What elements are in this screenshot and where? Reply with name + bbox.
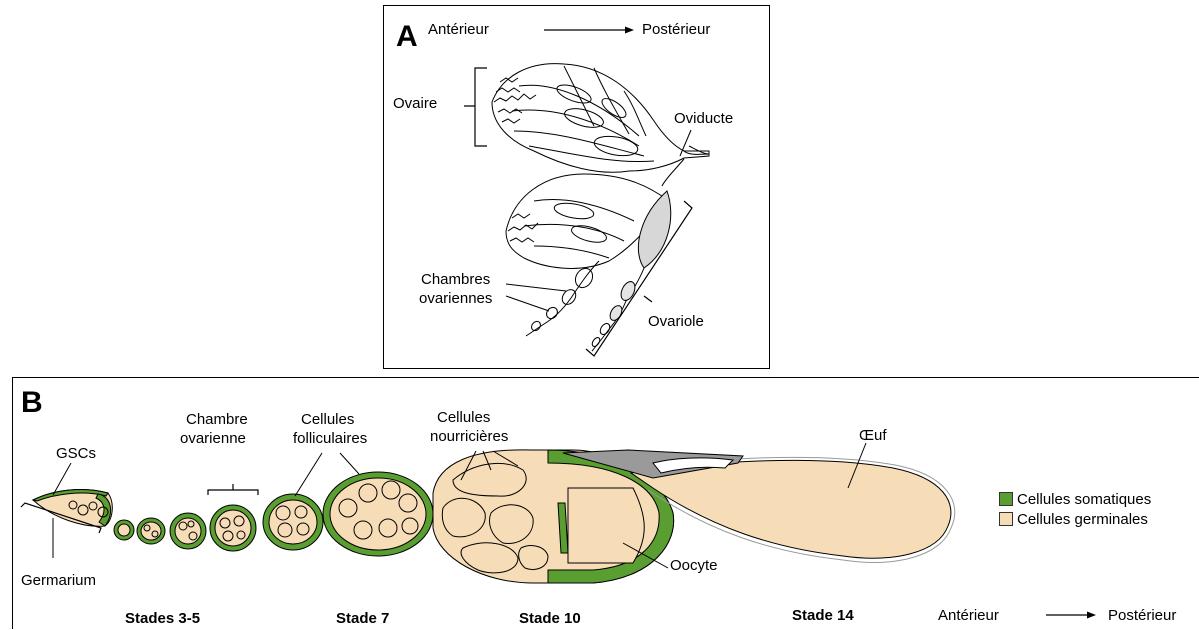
germarium — [33, 489, 112, 526]
panel-b-posterior-label: Postérieur — [1108, 608, 1176, 623]
panel-b-axis-arrow — [1046, 612, 1096, 619]
oocyte-label: Oocyte — [670, 558, 718, 573]
legend-label-germline: Cellules germinales — [1017, 512, 1148, 527]
legend-swatch-somatic — [999, 492, 1013, 506]
chambre-label-line2: ovarienne — [180, 431, 246, 446]
panel-b-anterior-label: Antérieur — [938, 608, 999, 623]
stage7-small-chamber — [263, 494, 323, 550]
stage-label-3-5: Stades 3-5 — [125, 611, 200, 626]
stage-label-14: Stade 14 — [792, 608, 854, 623]
stage7-chamber — [323, 472, 433, 556]
stage-label-7: Stade 7 — [336, 611, 389, 626]
gscs-label: GSCs — [56, 446, 96, 461]
panel-a: A Antérieur Postérieur Ovaire Oviducte C… — [383, 5, 770, 369]
panel-b: B — [12, 377, 1199, 629]
ovaire-bracket — [464, 68, 487, 146]
nourricieres-label-line1: Cellules — [437, 410, 490, 425]
chambre-bracket — [208, 484, 258, 495]
folliculaires-label-line2: folliculaires — [293, 431, 367, 446]
folliculaires-label-line1: Cellules — [301, 412, 354, 427]
chambre-ovarienne — [210, 505, 256, 551]
stage3-5-chambers — [114, 513, 206, 549]
germarium-label: Germarium — [21, 573, 96, 588]
upper-ovary — [492, 64, 709, 173]
panel-a-axis-arrow — [544, 27, 634, 34]
oeuf-label: Œuf — [859, 428, 887, 443]
ovary-drawing — [384, 6, 771, 370]
chambre-label-line1: Chambre — [186, 412, 248, 427]
legend-label-somatic: Cellules somatiques — [1017, 492, 1151, 507]
stage-label-10: Stade 10 — [519, 611, 581, 626]
lower-ovary — [506, 174, 671, 351]
nourricieres-label-line2: nourricières — [430, 429, 508, 444]
legend-swatch-germline — [999, 512, 1013, 526]
